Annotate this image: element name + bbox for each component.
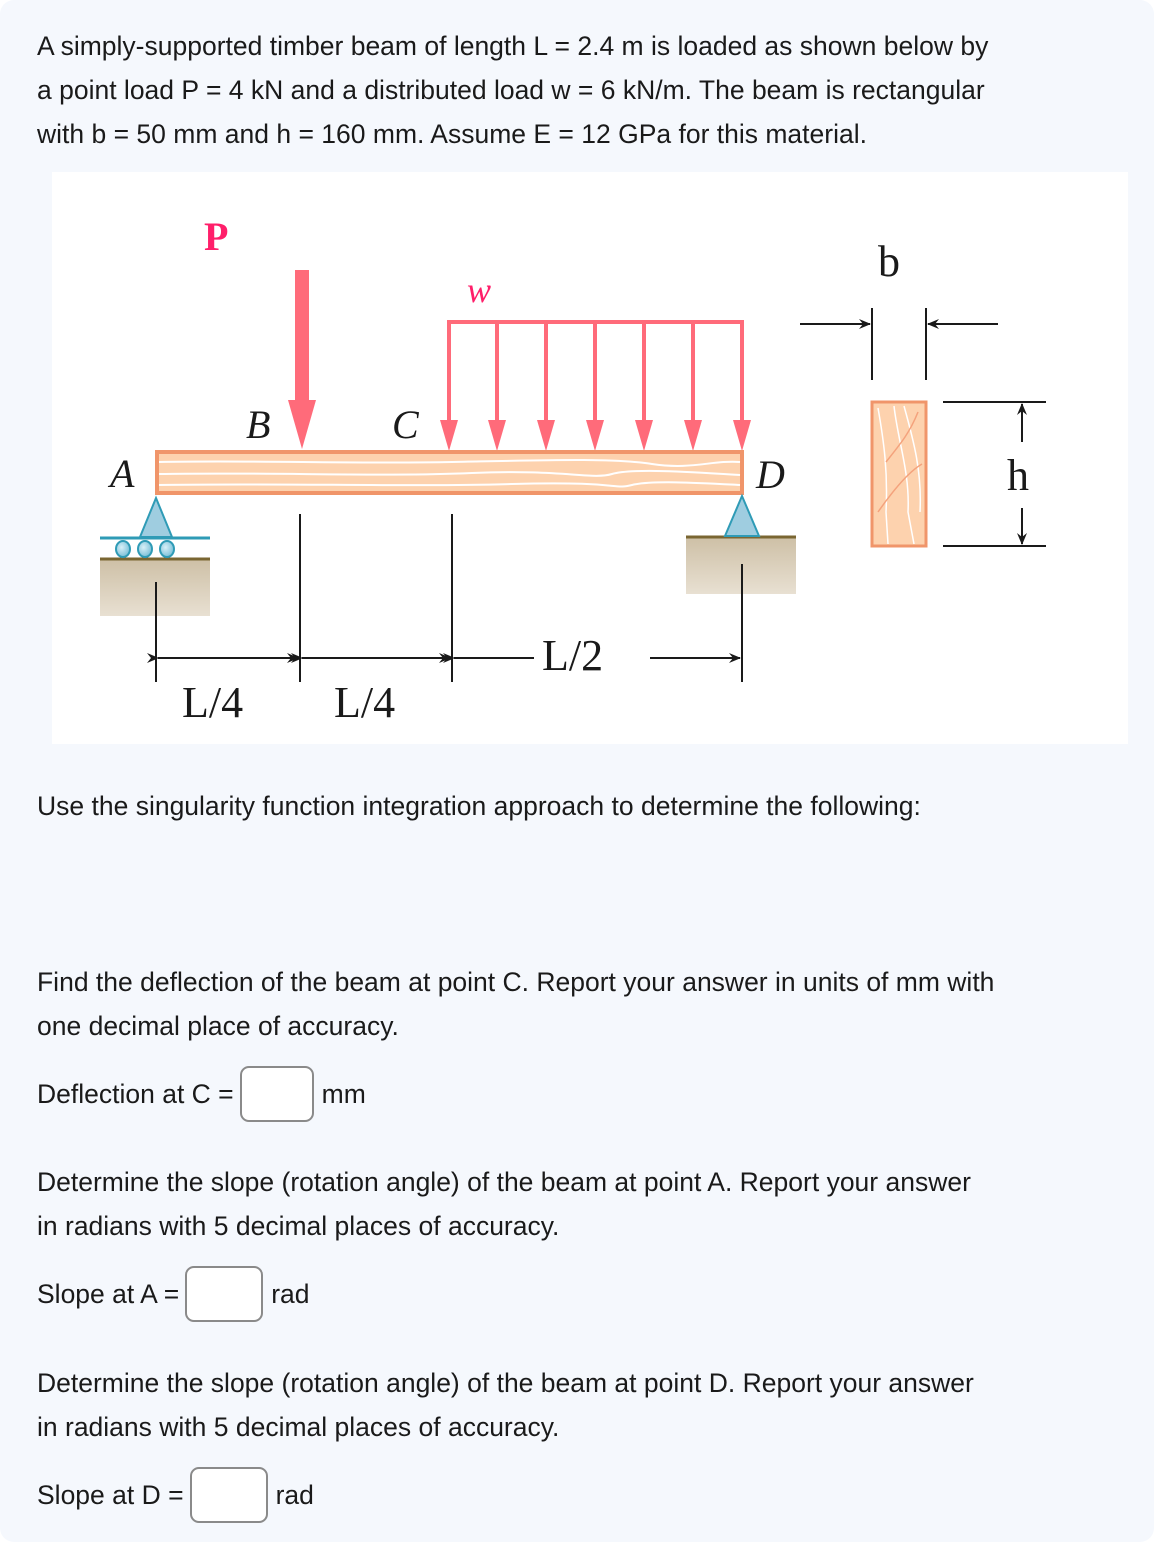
label-B: B xyxy=(246,402,270,447)
question-2-text: Determine the slope (rotation angle) of … xyxy=(37,1160,971,1248)
question-line: in radians with 5 decimal places of accu… xyxy=(37,1211,560,1241)
answer-label: Slope at D = xyxy=(37,1479,184,1510)
question-line: Determine the slope (rotation angle) of … xyxy=(37,1368,974,1398)
problem-line: with b = 50 mm and h = 160 mm. Assume E … xyxy=(37,119,867,149)
question-1-text: Find the deflection of the beam at point… xyxy=(37,960,994,1048)
label-b: b xyxy=(878,237,900,286)
cross-section xyxy=(800,308,1046,548)
question-3-text: Determine the slope (rotation angle) of … xyxy=(37,1361,974,1449)
label-h: h xyxy=(1007,451,1029,500)
label-A: A xyxy=(107,451,135,496)
problem-line: A simply-supported timber beam of length… xyxy=(37,31,989,61)
timber-beam xyxy=(155,450,744,495)
label-D: D xyxy=(755,452,785,497)
dim-label-BC: L/4 xyxy=(334,678,395,727)
dimension-lines xyxy=(147,514,743,682)
slope-d-input[interactable] xyxy=(189,1467,268,1523)
unit-label: rad xyxy=(275,1479,314,1510)
slope-a-input[interactable] xyxy=(185,1266,264,1322)
answer-row-slope-d: Slope at D = rad xyxy=(37,1464,314,1526)
dim-label-AB: L/4 xyxy=(182,678,243,727)
label-P: P xyxy=(204,214,228,259)
dim-label-CD: L/2 xyxy=(542,631,603,680)
problem-line: a point load P = 4 kN and a distributed … xyxy=(37,75,985,105)
distributed-load-arrowheads xyxy=(440,420,751,451)
answer-row-slope-a: Slope at A = rad xyxy=(37,1263,310,1325)
unit-label: rad xyxy=(271,1278,310,1309)
question-line: in radians with 5 decimal places of accu… xyxy=(37,1412,560,1442)
answer-label: Slope at A = xyxy=(37,1278,180,1309)
question-line: Find the deflection of the beam at point… xyxy=(37,967,995,997)
deflection-c-input[interactable] xyxy=(239,1066,314,1122)
answer-label: Deflection at C = xyxy=(37,1078,234,1109)
answer-row-deflection-c: Deflection at C = mm xyxy=(37,1063,366,1125)
unit-label: mm xyxy=(321,1078,366,1109)
beam-diagram: P w xyxy=(52,172,1128,744)
problem-statement: A simply-supported timber beam of length… xyxy=(37,24,988,156)
question-line: one decimal place of accuracy. xyxy=(37,1011,399,1041)
point-load-arrow xyxy=(288,270,316,449)
question-line: Determine the slope (rotation angle) of … xyxy=(37,1167,971,1197)
label-C: C xyxy=(392,402,420,447)
distributed-load xyxy=(447,320,744,422)
label-w: w xyxy=(467,270,491,310)
instruction-text: Use the singularity function integration… xyxy=(37,791,921,821)
